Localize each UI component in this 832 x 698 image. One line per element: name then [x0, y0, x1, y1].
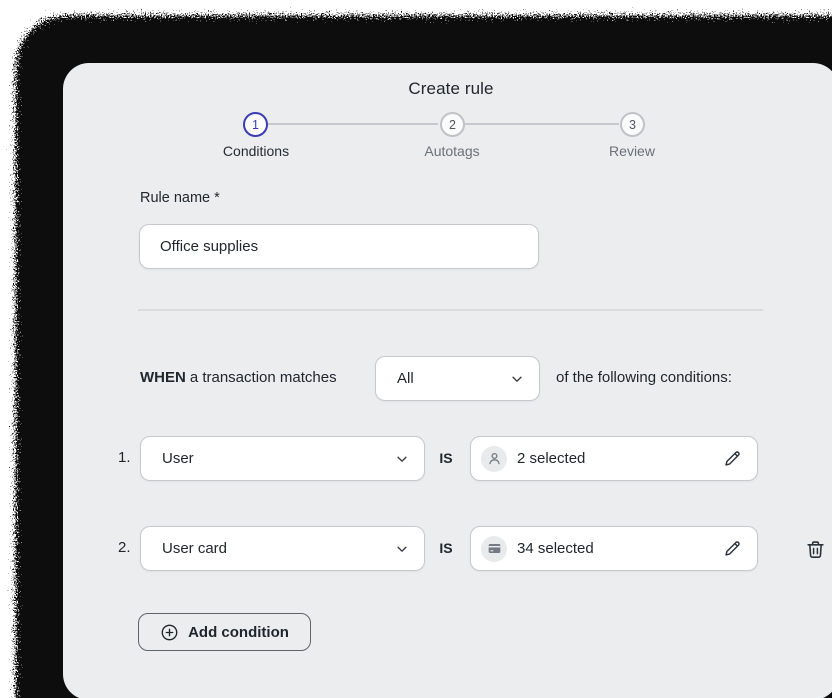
step-indicator-conditions[interactable]: 1 — [243, 112, 268, 137]
condition-field-value: User card — [162, 540, 228, 557]
step-number: 1 — [252, 117, 259, 132]
delete-condition-trash-icon[interactable] — [803, 537, 828, 562]
condition-value-text: 34 selected — [517, 540, 594, 557]
condition-value-box[interactable]: 2 selected — [470, 436, 758, 481]
section-divider — [138, 309, 763, 311]
condition-operator: IS — [439, 450, 453, 466]
credit-card-icon — [481, 535, 507, 562]
condition-field-select[interactable]: User — [140, 436, 425, 481]
user-icon — [481, 445, 507, 472]
step-label-review: Review — [609, 143, 655, 159]
stepper-connector — [268, 123, 438, 125]
plus-circle-icon — [160, 623, 179, 642]
when-keyword: WHEN — [140, 369, 186, 386]
when-rest: a transaction matches — [189, 369, 337, 386]
stepper-connector — [465, 123, 619, 125]
condition-operator: IS — [439, 540, 453, 556]
create-rule-modal: Create rule 1 2 3 Conditions Autotags Re… — [63, 63, 832, 698]
edit-pencil-icon[interactable] — [721, 447, 744, 470]
condition-row-number: 2. — [118, 539, 131, 556]
step-indicator-autotags[interactable]: 2 — [440, 112, 465, 137]
condition-field-select[interactable]: User card — [140, 526, 425, 571]
rule-name-label: Rule name * — [140, 190, 220, 206]
step-indicator-review[interactable]: 3 — [620, 112, 645, 137]
condition-value-text: 2 selected — [517, 450, 586, 467]
condition-value-box[interactable]: 34 selected — [470, 526, 758, 571]
step-number: 3 — [629, 117, 636, 132]
add-condition-label: Add condition — [188, 623, 289, 641]
rule-name-input[interactable] — [139, 224, 539, 269]
condition-row-number: 1. — [118, 449, 131, 466]
edit-pencil-icon[interactable] — [721, 537, 744, 560]
condition-field-value: User — [162, 450, 194, 467]
match-mode-value: All — [397, 370, 414, 387]
modal-title: Create rule — [408, 79, 494, 98]
chevron-down-icon — [395, 542, 409, 556]
chevron-down-icon — [510, 372, 524, 386]
chevron-down-icon — [395, 452, 409, 466]
step-label-autotags: Autotags — [424, 143, 480, 159]
add-condition-button[interactable]: Add condition — [138, 613, 311, 651]
when-suffix-text: of the following conditions: — [556, 369, 732, 386]
step-label-conditions: Conditions — [222, 143, 290, 159]
match-mode-select[interactable]: All — [375, 356, 540, 401]
step-number: 2 — [449, 117, 456, 132]
